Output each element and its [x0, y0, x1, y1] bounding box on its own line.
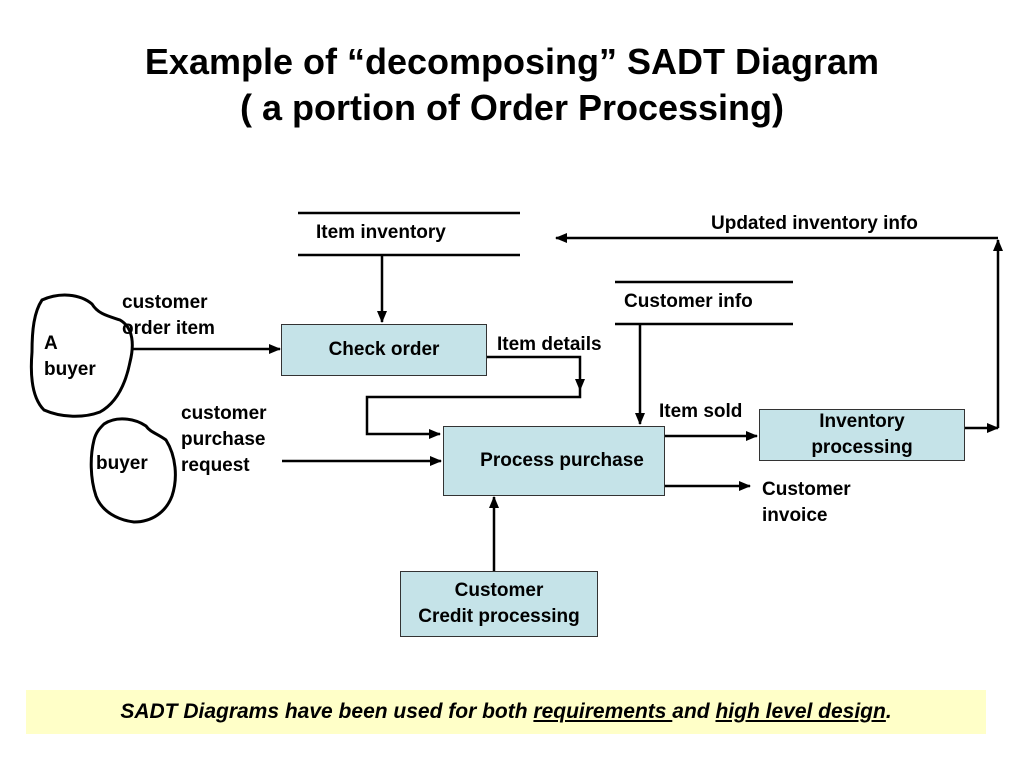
title-line-1: Example of “decomposing” SADT Diagram — [144, 41, 880, 82]
inventory-processing-label-2: processing — [811, 437, 913, 458]
check-order-label: Check order — [328, 339, 440, 360]
a-buyer-label-2: buyer — [44, 359, 96, 380]
flow-item-sold: Item sold — [659, 401, 743, 422]
flow-purchase-request-1: customer — [181, 403, 267, 424]
process-purchase-box: Process purchase — [443, 426, 665, 496]
flow-purchase-request-2: purchase — [181, 429, 266, 450]
credit-processing-label-1: Customer — [454, 580, 544, 601]
footer-note: SADT Diagrams have been used for both re… — [26, 690, 986, 734]
a-buyer-label-1: A — [44, 333, 58, 354]
footer-requirements: requirements — [533, 700, 673, 723]
flow-customer-invoice-2: invoice — [762, 505, 828, 526]
inventory-processing-label-1: Inventory — [819, 411, 905, 432]
footer-prefix: SADT Diagrams have been used for both — [120, 700, 534, 723]
footer-high-level-design: high level design — [715, 700, 886, 723]
buyer-entity-shape — [89, 417, 177, 524]
a-buyer-entity-shape — [29, 293, 134, 418]
credit-processing-box: Customer Credit processing — [400, 571, 598, 637]
arrow-item-details — [487, 355, 585, 391]
flow-customer-order-item-1: customer — [122, 292, 208, 313]
arrow-item-details-continued — [365, 390, 582, 439]
flow-purchase-request-3: request — [181, 455, 250, 476]
footer-and: and — [672, 700, 716, 723]
title-line-2: ( a portion of Order Processing) — [239, 87, 785, 128]
inventory-processing-box: Inventory processing — [759, 409, 965, 461]
check-order-box: Check order — [281, 324, 487, 376]
flow-updated-inventory-info: Updated inventory info — [711, 213, 918, 234]
flow-customer-order-item-2: order item — [122, 318, 215, 339]
process-purchase-label: Process purchase — [480, 450, 644, 471]
flow-customer-invoice-1: Customer — [762, 479, 851, 500]
item-inventory-store-label: Item inventory — [316, 222, 446, 243]
credit-processing-label-2: Credit processing — [418, 606, 580, 627]
footer-suffix: . — [885, 700, 892, 723]
customer-info-store-label: Customer info — [624, 291, 753, 312]
flow-item-details: Item details — [497, 334, 602, 355]
buyer-label: buyer — [96, 453, 148, 474]
